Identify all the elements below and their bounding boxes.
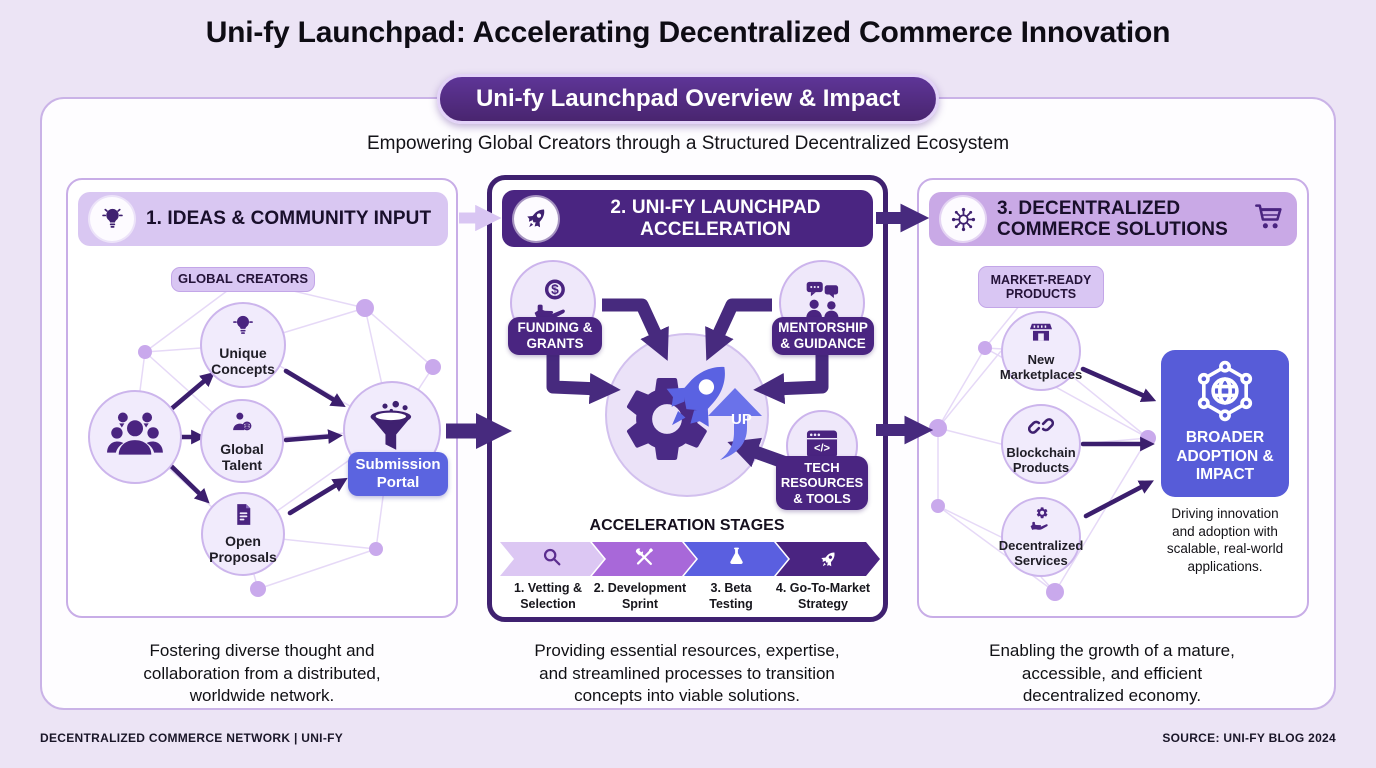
svg-text:</>: </> [814, 442, 831, 454]
stage-chevron-beta [684, 542, 788, 576]
global-creators-tag: GLOBAL CREATORS [171, 267, 315, 292]
unique-concepts-node: Unique Concepts [200, 302, 286, 388]
cart-icon [1253, 201, 1285, 238]
blockchain-products-node: Blockchain Products [1001, 404, 1081, 484]
broader-adoption-box: BROADER ADOPTION & IMPACT [1161, 350, 1289, 497]
mentorship-icon [799, 278, 845, 329]
service-hand-icon [1028, 506, 1054, 537]
up-label: UP [731, 411, 752, 428]
coin-hand-icon: $ [530, 278, 576, 329]
panel-acceleration-caption: Providing essential resources, expertise… [534, 641, 840, 706]
up-arrow-icon [706, 388, 764, 465]
stage-chevron-development [592, 542, 696, 576]
rocket-icon [514, 196, 558, 241]
broader-adoption-label: BROADER ADOPTION & IMPACT [1176, 429, 1274, 484]
node-label: Blockchain Products [1006, 444, 1076, 475]
magnifier-icon [541, 546, 563, 573]
tools-icon [633, 546, 655, 573]
funding-badge: FUNDING & GRANTS [508, 317, 602, 355]
panel-ideas-caption: Fostering diverse thought and collaborat… [143, 641, 381, 706]
rocket-icon [813, 544, 843, 574]
overview-badge: Uni-fy Launchpad Overview & Impact [436, 74, 940, 124]
panel-ideas-title: 1. IDEAS & COMMUNITY INPUT [146, 208, 432, 230]
lightbulb-icon [90, 197, 134, 241]
market-ready-tag: MARKET-READY PRODUCTS [978, 266, 1104, 308]
submission-portal-badge: Submission Portal [348, 452, 448, 496]
node-label: New Marketplaces [999, 351, 1083, 382]
footer-network-label: DECENTRALIZED COMMERCE NETWORK | UNI-FY [40, 731, 344, 745]
broader-adoption-desc: Driving innovation and adoption with sca… [1166, 506, 1284, 574]
panel-acceleration-title: 2. UNI-FY LAUNCHPAD ACCELERATION [610, 197, 821, 240]
lightbulb-icon [230, 313, 256, 344]
acceleration-stages-title: ACCELERATION STAGES [589, 517, 785, 534]
node-label: Open Proposals [209, 533, 277, 565]
node-label: Decentralized Services [998, 537, 1084, 568]
stage-label-beta: 3. Beta Testing [709, 581, 753, 611]
panel-solutions-header: 3. DECENTRALIZED COMMERCE SOLUTIONS [929, 192, 1297, 246]
panel-acceleration-header: 2. UNI-FY LAUNCHPAD ACCELERATION [502, 190, 873, 247]
open-proposals-node: Open Proposals [201, 492, 285, 576]
community-icon [104, 404, 166, 471]
panel-ideas-header: 1. IDEAS & COMMUNITY INPUT [78, 192, 448, 246]
hub-icon [941, 197, 985, 241]
flask-icon [726, 546, 747, 572]
footer-source-label: SOURCE: UNI-FY BLOG 2024 [1162, 731, 1336, 745]
stage-chevron-gtm [776, 542, 880, 576]
community-node [88, 390, 182, 484]
stage-label-development: 2. Development Sprint [593, 581, 687, 611]
document-icon [231, 502, 256, 532]
code-window-icon: </> [803, 425, 841, 468]
node-label: Unique Concepts [211, 344, 275, 377]
stage-label-gtm: 4. Go-To-Market Strategy [775, 581, 871, 611]
subtitle: Empowering Global Creators through a Str… [366, 133, 1010, 154]
page-title: Uni-fy Launchpad: Accelerating Decentral… [205, 16, 1171, 49]
tech-badge: TECH RESOURCES & TOOLS [776, 456, 868, 510]
svg-text:$: $ [551, 282, 559, 297]
stage-chevron-vetting [500, 542, 604, 576]
panel-solutions-title: 3. DECENTRALIZED COMMERCE SOLUTIONS [997, 197, 1228, 240]
chain-icon [1027, 413, 1055, 444]
global-talent-node: Global Talent [200, 399, 284, 483]
person-globe-icon [229, 409, 255, 440]
storefront-icon [1028, 320, 1054, 351]
new-marketplaces-node: New Marketplaces [999, 311, 1083, 391]
node-label: Global Talent [220, 440, 264, 473]
globe-network-icon [1194, 360, 1256, 427]
rocket-icon [629, 332, 762, 466]
panel-solutions-caption: Enabling the growth of a mature, accessi… [989, 641, 1235, 706]
mentorship-badge: MENTORSHIP & GUIDANCE [772, 317, 874, 355]
decentralized-services-node: Decentralized Services [998, 497, 1084, 577]
stage-label-vetting: 1. Vetting & Selection [513, 581, 583, 611]
